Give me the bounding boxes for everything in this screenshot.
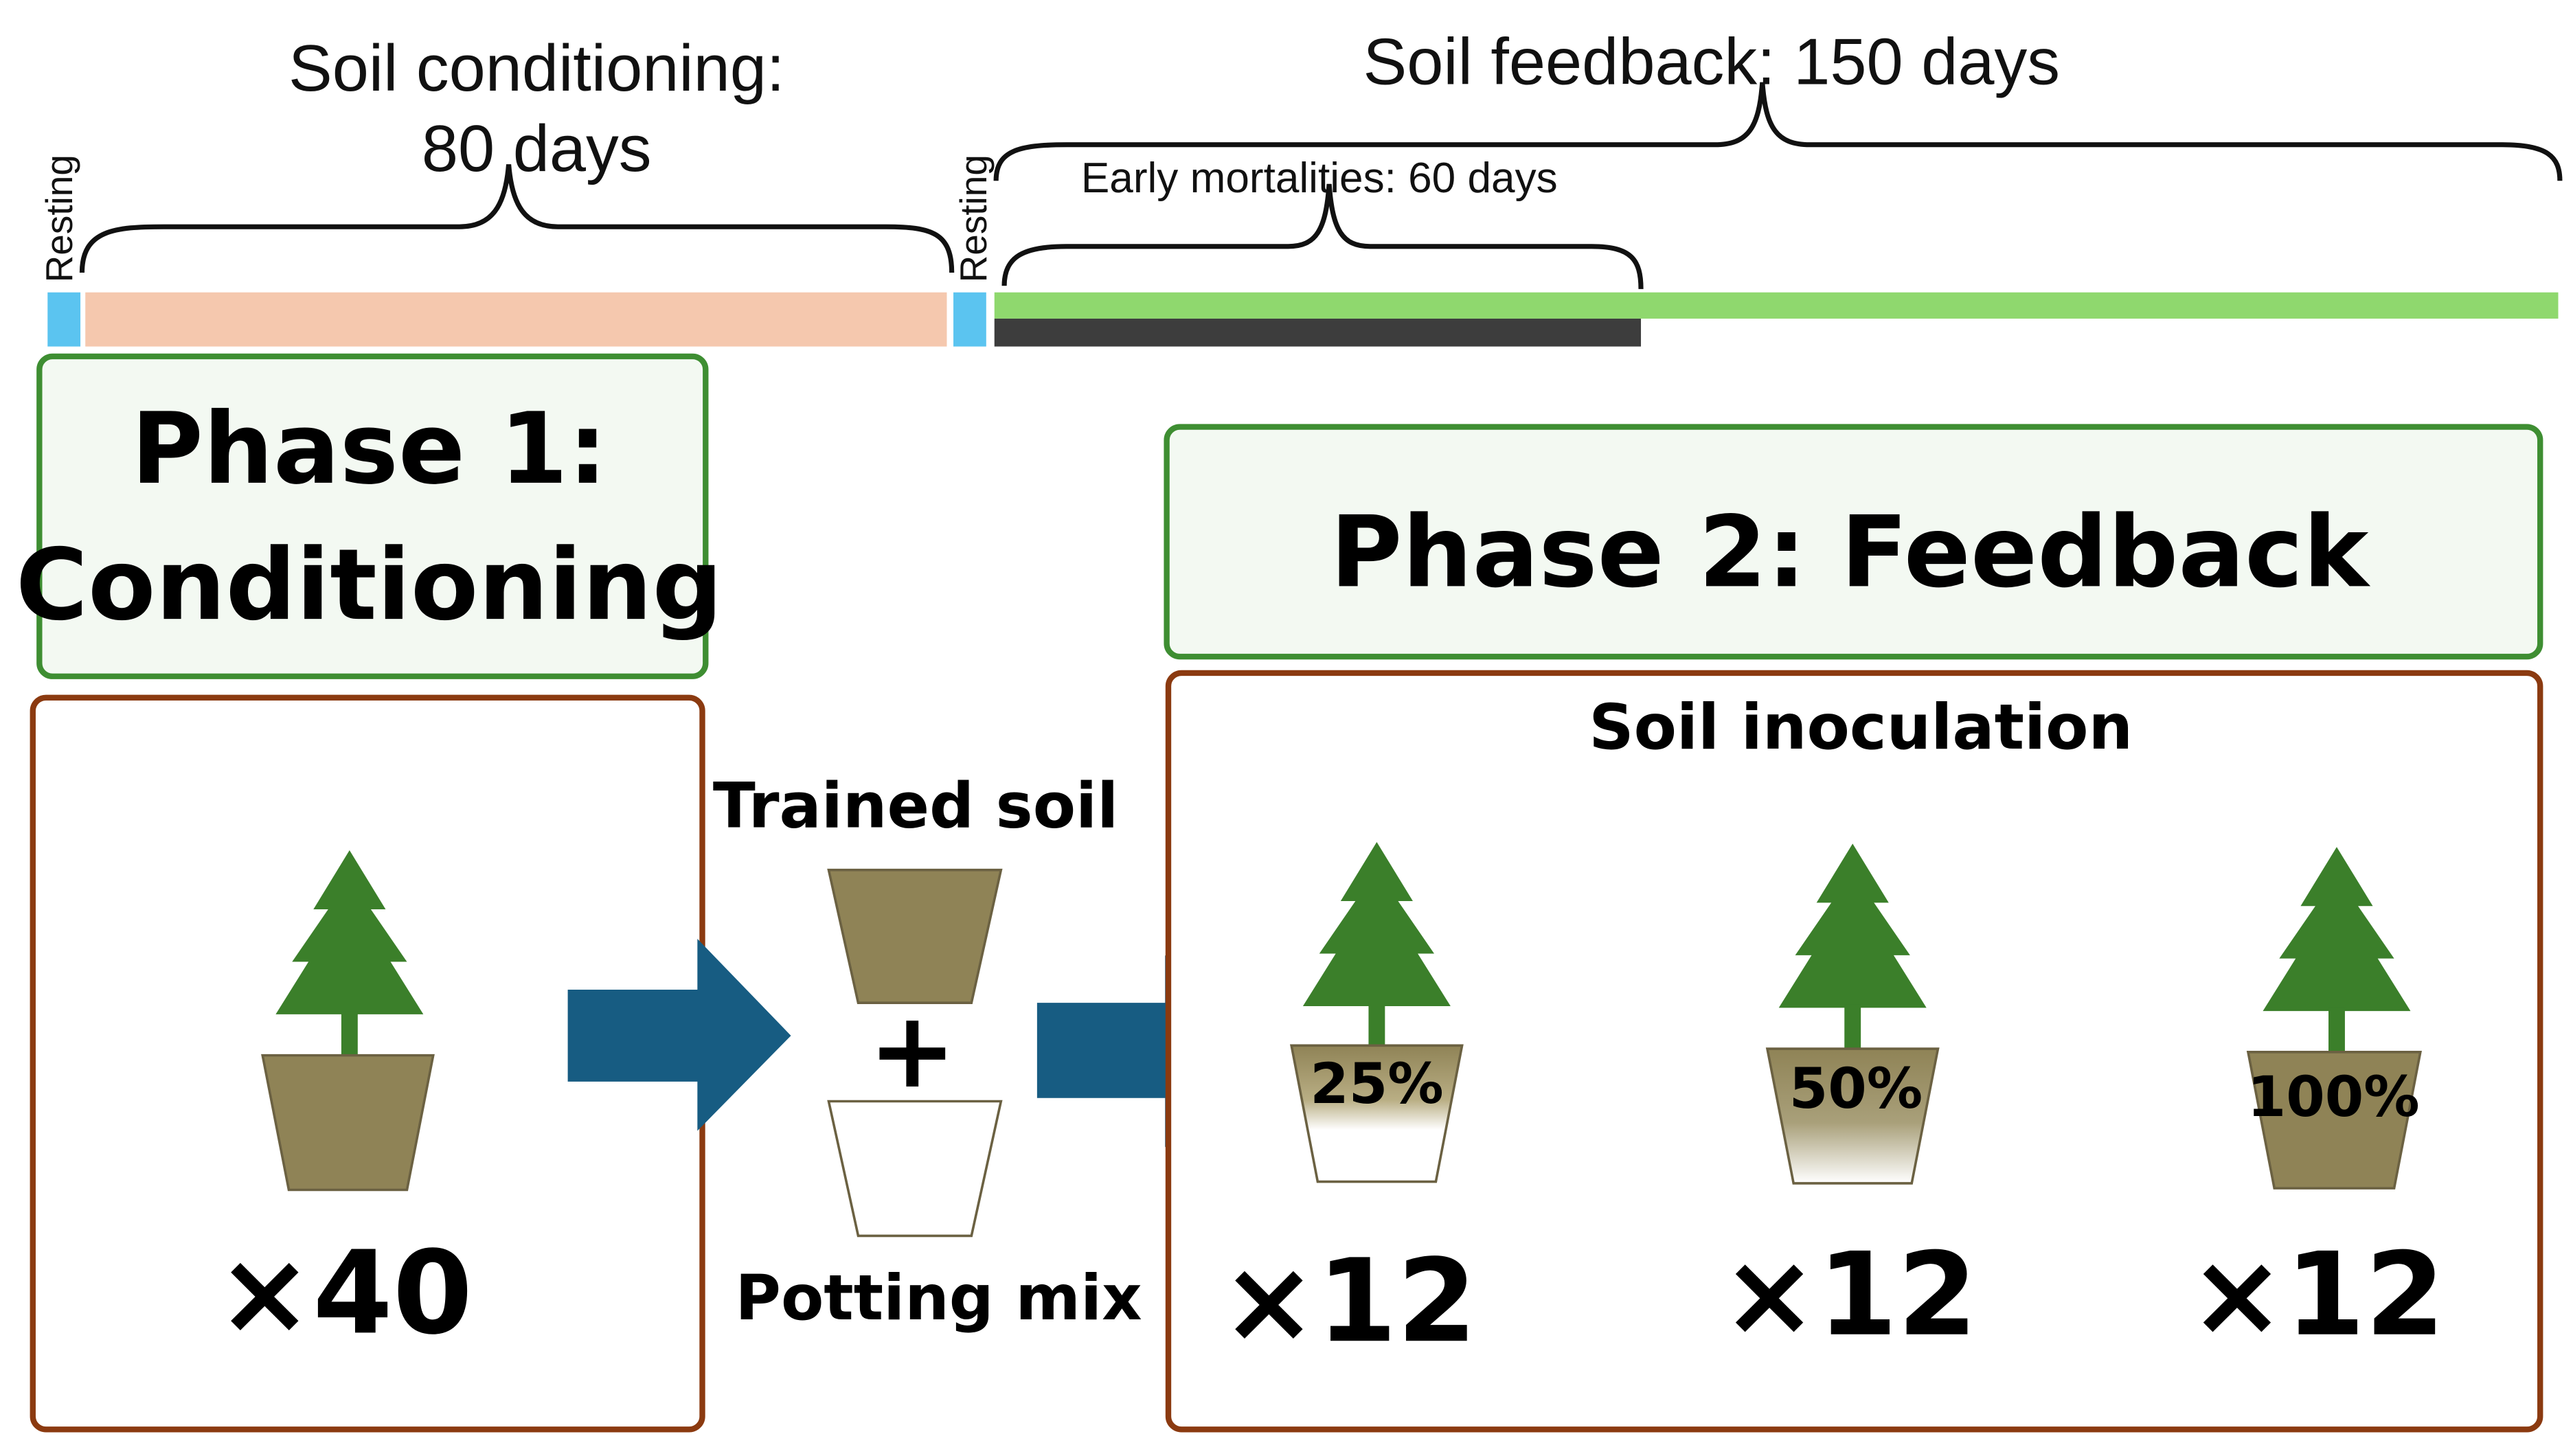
resting-label: Resting — [38, 155, 80, 282]
phase2: Phase 2: Feedback Soil inoculation 25% ×… — [1164, 424, 2543, 1433]
conditioning-brace — [79, 164, 955, 273]
soil-inoculation-label: Soil inoculation — [1589, 692, 2133, 764]
phase1-title: Conditioning — [16, 527, 723, 642]
treatment-100: 100% ×12 — [2189, 847, 2445, 1362]
plus-icon: + — [868, 990, 956, 1112]
resting-bar — [47, 292, 81, 347]
phase1: Phase 1: Conditioning ×40 — [16, 353, 723, 1433]
phase1-title-box — [36, 353, 709, 679]
trained-soil-label: Trained soil — [713, 771, 1118, 843]
treatment-50: 50% ×12 — [1721, 843, 1977, 1362]
mortality-duration-label: Early mortalities: 60 days — [1081, 155, 1558, 202]
mortality-bar — [994, 318, 1642, 347]
phase1-title: Phase 1: — [131, 391, 607, 506]
resting-bar — [953, 292, 986, 347]
potting-mix-label: Potting mix — [735, 1262, 1142, 1334]
resting-label: Resting — [952, 155, 995, 282]
soil-mixing: Trained soil + Potting mix — [713, 771, 1142, 1335]
pot-icon — [261, 1054, 435, 1192]
treatment-count: ×12 — [1721, 1229, 1977, 1362]
feedback-brace — [993, 82, 2563, 181]
conditioning-duration-label: 80 days — [422, 112, 652, 185]
pot-icon — [2246, 1051, 2422, 1190]
arrow-icon — [567, 938, 791, 1131]
feedback-duration-label: Soil feedback: 150 days — [1363, 25, 2060, 98]
pot-icon — [1289, 1044, 1464, 1183]
conditioning-duration-label: Soil conditioning: — [288, 32, 784, 105]
phase1-count: ×40 — [216, 1227, 473, 1360]
phase2-title-box — [1164, 424, 2543, 660]
percent-label: 50% — [1789, 1057, 1923, 1122]
mortality-brace — [1001, 183, 1644, 289]
percent-label: 100% — [2247, 1065, 2420, 1130]
treatment-25: 25% ×12 — [1221, 842, 1477, 1368]
feedback-bar — [994, 292, 2559, 319]
timeline: Resting Resting Soil conditioning: 80 da… — [38, 25, 2563, 347]
percent-label: 25% — [1310, 1052, 1443, 1117]
trained-soil-pot-icon — [827, 868, 1003, 1004]
potting-mix-pot-icon — [827, 1100, 1003, 1238]
treatment-count: ×12 — [2189, 1229, 2445, 1362]
pot-icon — [1765, 1047, 1940, 1185]
conditioning-bar — [85, 292, 947, 347]
treatment-count: ×12 — [1221, 1235, 1477, 1368]
phase2-title: Phase 2: Feedback — [1330, 494, 2372, 609]
